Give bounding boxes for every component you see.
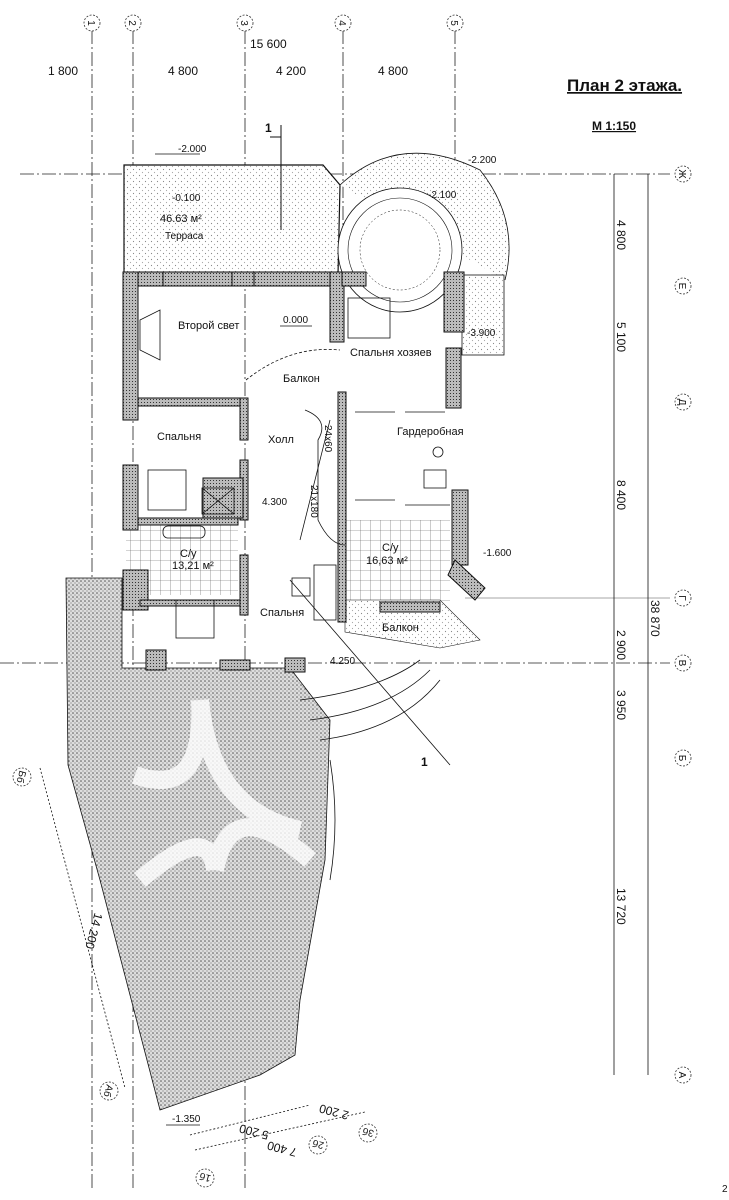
dimension-total: 15 600	[250, 37, 287, 51]
dimension-span: 5 100	[614, 322, 628, 352]
stair-dimension: 21х180	[308, 485, 319, 518]
level-mark: -2.000	[178, 144, 207, 155]
axis-label: 5	[448, 20, 459, 26]
walls	[122, 271, 486, 673]
level-mark: 4.300	[262, 497, 287, 508]
dimension-span: 4 800	[378, 64, 408, 78]
axis-label: Е	[676, 283, 687, 290]
axis-label: 3б	[361, 1125, 375, 1140]
level-mark: 0.000	[283, 315, 308, 326]
dimension-span: 8 400	[614, 480, 628, 510]
furniture	[139, 297, 450, 639]
site-paving	[65, 577, 441, 1111]
room-name: С/у	[382, 542, 399, 554]
level-mark: -2.100	[428, 190, 457, 201]
dimension-span: 13 720	[614, 888, 628, 925]
plan-scale: М 1:150	[592, 119, 636, 133]
dimension-span: 2 200	[317, 1101, 350, 1122]
axis-label: 4	[336, 20, 347, 26]
axis-label: Д	[676, 399, 687, 406]
room-area: 46.63 м²	[160, 213, 202, 225]
room-name: Балкон	[283, 373, 320, 385]
room-name: Спальня	[260, 607, 304, 619]
dimension-span: 4 800	[614, 220, 628, 250]
room-labels: Второй свет 0.000 Спальня хозяев Балкон …	[157, 315, 512, 667]
dimension-span: 7 400	[265, 1138, 298, 1159]
room-area: 13,21 м²	[172, 560, 214, 572]
dimension-span: 2 900	[614, 630, 628, 660]
axis-label: Б	[676, 755, 687, 762]
plan-title: План 2 этажа.	[567, 76, 682, 95]
dimension-span: 4 800	[168, 64, 198, 78]
axis-label: 2	[126, 20, 137, 26]
room-name: Спальня	[157, 431, 201, 443]
axis-label: 1	[85, 20, 96, 26]
axis-label: Аб	[101, 1083, 116, 1098]
axis-label: Бб	[14, 769, 29, 784]
dimension-span: 1 800	[48, 64, 78, 78]
level-mark: -1.350	[172, 1114, 201, 1125]
room-name: Спальня хозяев	[350, 347, 432, 359]
dimension-span: 3 950	[614, 690, 628, 720]
axis-label: 3	[238, 20, 249, 26]
floor-areas	[126, 520, 481, 649]
axis-label: 1б	[198, 1170, 212, 1185]
axis-markers-vertical: 1 2 3 4 5	[83, 14, 464, 32]
round-stair: -2.200 -2.100 -3.900	[337, 152, 510, 356]
section-mark-label: 1	[421, 755, 428, 769]
axis-label: Ж	[676, 169, 687, 179]
right-dimensions: 4 800 5 100 8 400 2 900 3 950 13 720 38 …	[465, 174, 670, 1075]
level-mark: -1.600	[483, 548, 512, 559]
axis-label: Г	[676, 595, 687, 601]
terrace: -2.000 -0.100 46.63 м² Терраса	[123, 144, 341, 276]
axis-label: А	[676, 1072, 687, 1079]
room-area: 16,63 м²	[366, 555, 408, 567]
room-name: Холл	[268, 434, 294, 446]
dimension-span: 4 200	[276, 64, 306, 78]
level-mark: 4.250	[330, 656, 355, 667]
axis-label: 2б	[311, 1137, 325, 1152]
level-mark: -0.100	[172, 193, 201, 204]
dimension-total: 38 870	[648, 600, 662, 637]
level-mark: -3.900	[467, 328, 496, 339]
dimension-span: 14 200	[82, 911, 105, 950]
level-mark: -2.200	[468, 155, 497, 166]
room-name: Второй свет	[178, 320, 239, 332]
room-name: Балкон	[382, 622, 419, 634]
room-name: С/у	[180, 548, 197, 560]
section-marks: 1 1	[265, 121, 451, 769]
top-dimensions: 15 600 1 800 4 800 4 200 4 800	[48, 37, 408, 78]
stair-dimension: 24х60	[322, 425, 333, 453]
axis-label: В	[676, 660, 687, 667]
axis-markers-horizontal: Ж Е Д Г В Б А	[674, 165, 692, 1084]
sheet-number: 2	[722, 1184, 728, 1195]
room-name: Терраса	[165, 231, 204, 242]
section-mark-label: 1	[265, 121, 272, 135]
room-name: Гардеробная	[397, 426, 464, 438]
